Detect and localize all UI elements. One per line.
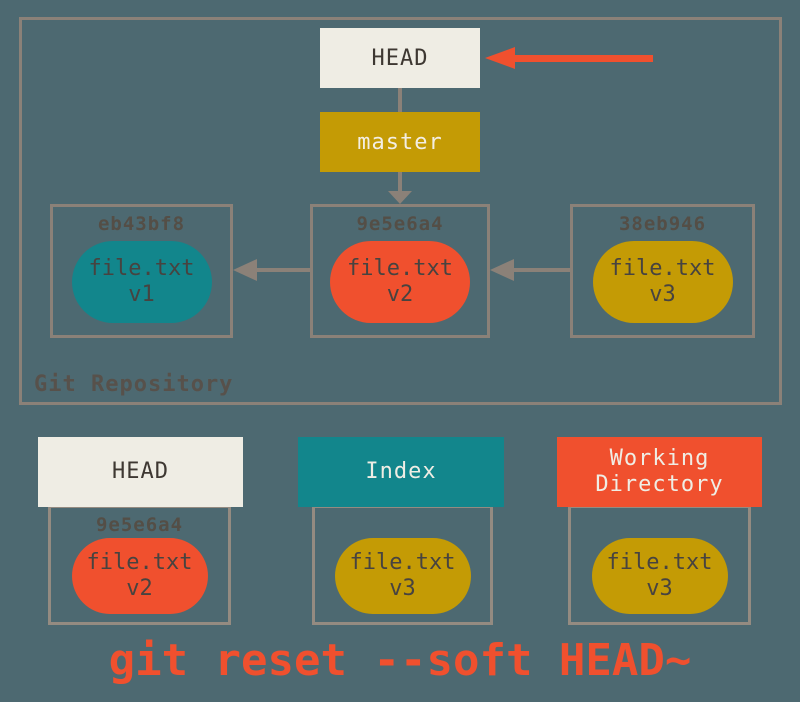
file-name: file.txt: [609, 256, 716, 281]
head-pointer-arrow-body: [515, 55, 653, 62]
file-name: file.txt: [606, 550, 713, 575]
head-area-header: HEAD: [38, 437, 243, 507]
commit-hash-label: eb43bf8: [97, 213, 186, 235]
head-area-content-box: 9e5e6a4 file.txt v2: [48, 505, 231, 625]
file-version-pill: file.txt v1: [71, 241, 212, 323]
working-directory-area-title: Working Directory: [595, 446, 724, 497]
commit-hash-label: 9e5e6a4: [95, 514, 184, 536]
working-directory-area-content-box: file.txt v3: [568, 505, 751, 625]
file-name: file.txt: [86, 550, 193, 575]
head-pointer-arrow-icon: [485, 47, 515, 69]
commit-parent-arrow-head-icon: [490, 259, 514, 281]
file-version: v3: [646, 576, 673, 601]
commit-hash-label: 9e5e6a4: [356, 213, 444, 235]
file-version-pill: file.txt v3: [591, 538, 728, 614]
head-master-connector: [398, 88, 402, 112]
file-version-pill: file.txt v2: [71, 538, 208, 614]
file-name: file.txt: [349, 550, 456, 575]
commit-box-38eb946: 38eb946 file.txt v3: [570, 204, 755, 338]
working-directory-area-header: Working Directory: [557, 437, 762, 507]
master-branch-box: master: [320, 112, 480, 172]
commit-box-9e5e6a4: 9e5e6a4 file.txt v2: [310, 204, 490, 338]
commit-parent-arrow-line: [255, 268, 310, 272]
file-version-pill: file.txt v3: [334, 538, 471, 614]
file-version: v3: [389, 576, 416, 601]
head-ref-label: HEAD: [371, 45, 429, 71]
commit-parent-arrow-head-icon: [233, 259, 257, 281]
master-branch-label: master: [357, 129, 443, 155]
git-repository-container: Git Repository: [19, 17, 782, 405]
file-name: file.txt: [88, 256, 195, 281]
head-ref-box: HEAD: [320, 28, 480, 88]
index-area-header: Index: [298, 437, 504, 507]
command-caption: git reset --soft HEAD~: [108, 635, 692, 686]
commit-parent-arrow-line: [512, 268, 570, 272]
file-version-pill: file.txt v3: [592, 241, 733, 323]
file-version: v2: [126, 576, 153, 601]
file-version: v2: [386, 282, 414, 307]
file-version: v1: [128, 282, 155, 307]
commit-hash-label: 38eb946: [618, 213, 707, 235]
file-version: v3: [649, 282, 676, 307]
commit-box-eb43bf8: eb43bf8 file.txt v1: [50, 204, 233, 338]
file-name: file.txt: [347, 256, 453, 281]
index-area-title: Index: [365, 459, 437, 484]
master-commit-arrow-head-icon: [388, 191, 412, 204]
master-commit-arrow-line: [398, 172, 402, 192]
file-version-pill: file.txt v2: [330, 241, 470, 323]
index-area-content-box: file.txt v3: [312, 505, 493, 625]
head-area-title: HEAD: [112, 459, 169, 484]
git-repository-label: Git Repository: [34, 372, 234, 397]
